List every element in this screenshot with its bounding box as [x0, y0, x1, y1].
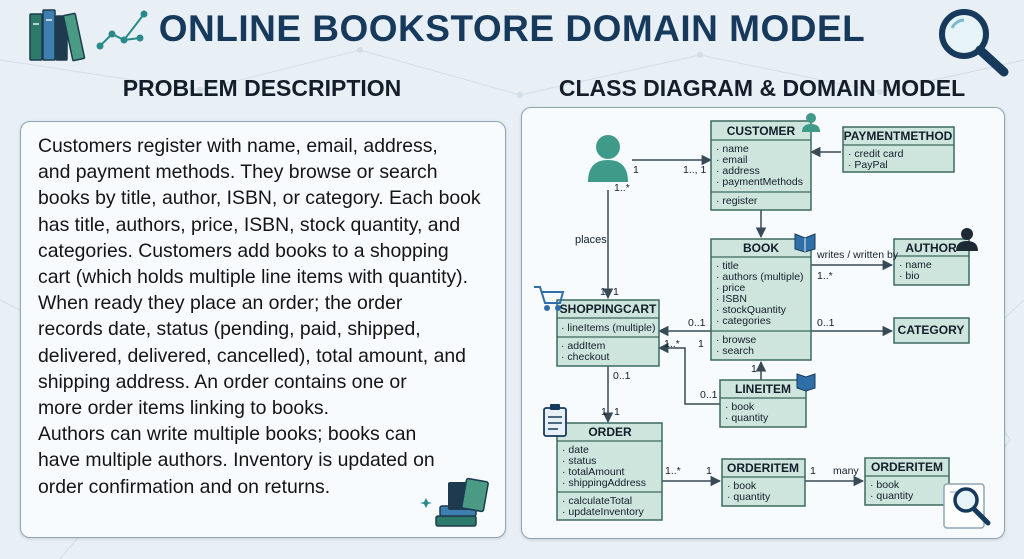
multiplicity-label: 1 [614, 406, 620, 418]
class-name: ORDERITEM [727, 461, 799, 475]
class-name: LINEITEM [735, 382, 791, 396]
class-attr: · title [716, 260, 739, 272]
multiplicity-label: 0..1 [613, 370, 631, 382]
class-attr: · credit card [848, 148, 904, 160]
class-order-item-secondary: ORDERITEM · book · quantity [864, 457, 950, 506]
multiplicity-label: 1 [698, 338, 704, 350]
class-name: ORDER [588, 425, 632, 439]
assoc-lineitem-cart [657, 342, 720, 405]
person-icon [802, 113, 820, 132]
network-graph-icon [96, 10, 148, 50]
class-author: AUTHOR · name · bio [893, 238, 970, 286]
problem-text: Customers register with name, email, add… [38, 135, 481, 498]
class-attr: · book [725, 401, 755, 413]
multiplicity-label: 1..* [614, 182, 630, 194]
multiplicity-label: 1 [600, 286, 606, 298]
class-attr: · authors (multiple) [716, 271, 804, 283]
class-customer: CUSTOMER · name · email · address · paym… [710, 120, 812, 211]
class-name: SHOPPINGCART [560, 302, 657, 316]
class-attr: · date [562, 444, 589, 456]
multiplicity-label: 1..* [665, 465, 681, 477]
multiplicity-label: 1 [810, 465, 816, 477]
book-icon [796, 373, 816, 392]
class-name: ORDERITEM [871, 460, 943, 474]
class-name: AUTHOR [905, 241, 957, 255]
stacked-books-icon [420, 477, 489, 527]
multiplicity-label: 1 [601, 406, 607, 418]
class-shopping-cart: SHOPPINGCART · lineItems (multiple) · ad… [556, 299, 660, 367]
class-attr: · bio [899, 270, 920, 282]
class-attr: · price [716, 282, 745, 294]
class-attr: · PayPal [848, 159, 888, 171]
class-method: · addItem [561, 340, 606, 352]
class-category: CATEGORY [893, 317, 970, 344]
class-attr: · quantity [725, 412, 769, 424]
class-attr: · name [716, 143, 749, 155]
class-attr: · book [870, 479, 900, 491]
class-method: · register [716, 195, 758, 207]
author-person-icon [956, 228, 978, 251]
customer-actor-icon [588, 135, 628, 182]
multiplicity-label: 1 [706, 465, 712, 477]
class-name: CATEGORY [898, 323, 965, 337]
multiplicity-label: 1.., 1 [683, 164, 707, 176]
class-attr: · quantity [727, 491, 771, 503]
class-name: CUSTOMER [727, 124, 796, 138]
shopping-cart-icon [534, 286, 565, 311]
class-order-item: ORDERITEM · book · quantity [721, 458, 806, 507]
class-attr: · paymentMethods [716, 176, 803, 188]
class-attr: · status [562, 455, 596, 467]
multiplicity-label: 0..1 [700, 389, 718, 401]
class-attr: · name [899, 259, 932, 271]
class-attr: · ISBN [716, 293, 747, 305]
page-title: ONLINE BOOKSTORE DOMAIN MODEL [158, 8, 866, 49]
class-attr: · quantity [870, 490, 914, 502]
class-attr: · address [716, 165, 760, 177]
multiplicity-label: 1 [613, 286, 619, 298]
class-method: · search [716, 345, 754, 357]
books-icon [29, 9, 86, 62]
problem-panel [20, 121, 506, 538]
multiplicity-label: many [833, 465, 859, 477]
class-name: PAYMENTMETHOD [844, 129, 953, 143]
multiplicity-label: 1..* [664, 338, 680, 350]
magnifier-icon [939, 9, 1009, 77]
multiplicity-label: 0..1 [688, 317, 706, 329]
problem-heading: PROBLEM DESCRIPTION [122, 75, 402, 101]
class-book: BOOK · title · authors (multiple) · pric… [710, 238, 812, 361]
class-attr: · lineItems (multiple) [561, 322, 656, 334]
multiplicity-label: 1 [751, 363, 757, 375]
class-method: · browse [716, 334, 756, 346]
document-search-icon [943, 483, 991, 529]
class-order: ORDER · date · status · totalAmount · sh… [556, 422, 663, 521]
class-attr: · stockQuantity [716, 304, 787, 316]
class-payment-method: PAYMENTMETHOD · credit card · PayPal [842, 126, 955, 173]
class-attr: · email [716, 154, 748, 166]
class-attr: · book [727, 480, 757, 492]
multiplicity-label: 1..* [817, 270, 833, 282]
class-method: · updateInventory [562, 506, 644, 518]
book-icon [794, 233, 816, 253]
diagram-heading: CLASS DIAGRAM & DOMAIN MODEL [558, 75, 966, 101]
class-method: · calculateTotal [562, 495, 632, 507]
class-line-item: LINEITEM · book · quantity [719, 379, 807, 428]
class-attr: · shippingAddress [562, 477, 646, 489]
class-attr: · totalAmount [562, 466, 625, 478]
class-attr: · categories [716, 315, 771, 327]
association-label: writes / written by [816, 249, 899, 261]
class-method: · checkout [561, 351, 610, 363]
multiplicity-label: 1 [633, 164, 639, 176]
association-label: places [575, 234, 607, 246]
clipboard-icon [543, 404, 567, 437]
class-name: BOOK [743, 241, 779, 255]
multiplicity-label: 0..1 [817, 317, 835, 329]
